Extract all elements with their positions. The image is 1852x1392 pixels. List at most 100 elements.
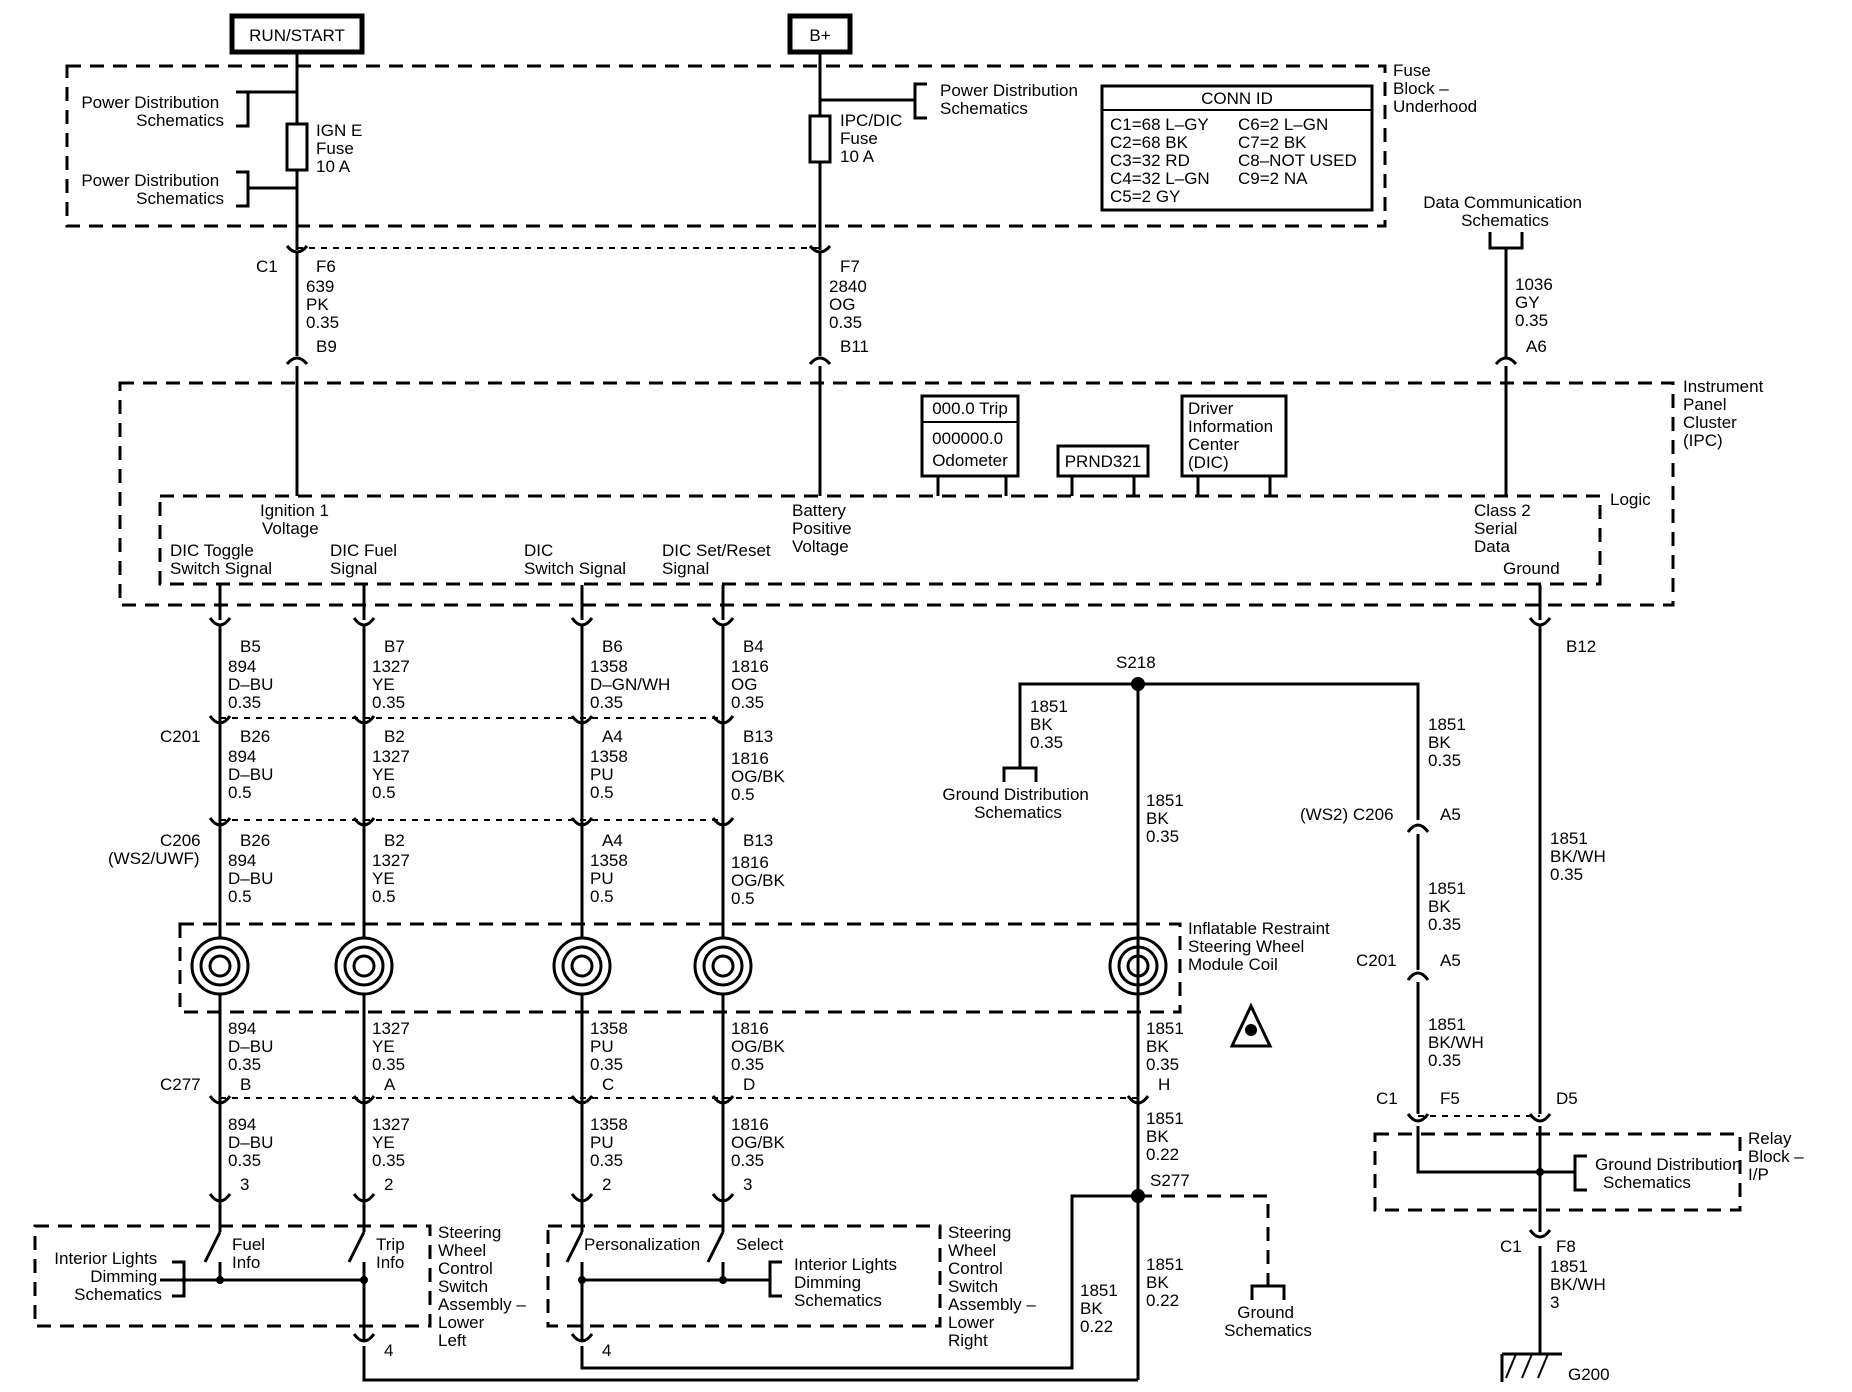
w1851-right-label: 1851 BK 0.35 bbox=[1428, 715, 1471, 770]
g200-ground-icon bbox=[1500, 1352, 1562, 1382]
right-pin4-cup bbox=[570, 1333, 594, 1343]
w1851-ground-dist-label: 1851 BK 0.35 bbox=[1030, 697, 1073, 752]
ground-dist-branch bbox=[1018, 682, 1138, 768]
dic-set-label: DIC Set/Reset Signal bbox=[662, 541, 775, 578]
b9-label: B9 bbox=[316, 337, 337, 356]
wire-2840-label: 2840 OG 0.35 bbox=[829, 277, 872, 332]
batt-voltage-label: Battery Positive Voltage bbox=[792, 501, 856, 556]
c277-pin-b: B bbox=[240, 1075, 251, 1094]
ign-e-fuse bbox=[285, 122, 309, 172]
pin-2-left: 2 bbox=[384, 1175, 393, 1194]
w1851-022-return-label: 1851 BK 0.22 bbox=[1080, 1281, 1123, 1336]
w1358-05-label-2: 1358 PU 0.5 bbox=[590, 851, 633, 906]
b11-label: B11 bbox=[840, 337, 869, 356]
interior-ref-bracket-left bbox=[172, 1260, 186, 1298]
w894-05-label-1: 894 D–BU 0.5 bbox=[228, 747, 278, 802]
select-label: Select bbox=[736, 1235, 784, 1254]
wire-639-label: 639 PK 0.35 bbox=[306, 277, 339, 332]
airbag-warning-icon bbox=[1229, 1002, 1273, 1048]
w1816-b-label: 1816 OG/BK 0.35 bbox=[731, 1019, 790, 1074]
w1358-c-label: 1358 PU 0.35 bbox=[590, 1115, 633, 1170]
w1851-lower-label: 1851 BK 0.22 bbox=[1146, 1255, 1189, 1310]
w1358-b-label: 1358 PU 0.35 bbox=[590, 1019, 633, 1074]
w1851-bkwh-3-label: 1851 BK/WH 3 bbox=[1550, 1257, 1610, 1312]
fuse-block-underhood-boundary bbox=[65, 64, 1387, 228]
c206-label: C206 (WS2/UWF) bbox=[108, 831, 205, 868]
trip-label: 000.0 Trip bbox=[932, 399, 1008, 418]
c206-cups bbox=[208, 817, 735, 827]
c277-pin-d: D bbox=[743, 1075, 755, 1094]
odometer-label: 000000.0 Odometer bbox=[932, 429, 1008, 470]
c277-cups bbox=[208, 1095, 1150, 1105]
c277-pin-a: A bbox=[384, 1075, 396, 1094]
w1851-c206-c201-label: 1851 BK 0.35 bbox=[1428, 879, 1471, 934]
dic-switch-label: DIC Switch Signal bbox=[524, 541, 626, 578]
switch-input-cups bbox=[208, 1193, 735, 1203]
f8-cup bbox=[1528, 1229, 1552, 1239]
fuel-info-label: Fuel Info bbox=[232, 1235, 270, 1272]
right-ground-return bbox=[580, 1194, 1138, 1370]
ground-dist-ref-label: Ground Distribution Schematics bbox=[942, 785, 1093, 822]
coil-label: Inflatable Restraint Steering Wheel Modu… bbox=[1188, 919, 1334, 974]
b9-male bbox=[285, 356, 309, 366]
relay-internal-bus bbox=[1416, 1126, 1542, 1232]
wire-1036-label: 1036 GY 0.35 bbox=[1515, 275, 1558, 330]
b12-label: B12 bbox=[1566, 637, 1596, 656]
a5-label-2: A5 bbox=[1440, 951, 1461, 970]
c277-pin-c: C bbox=[602, 1075, 614, 1094]
w1851-bkwh-ipc-label: 1851 BK/WH 0.35 bbox=[1550, 829, 1610, 884]
prnd-display bbox=[1056, 444, 1150, 478]
w894-05-label-2: 894 D–BU 0.5 bbox=[228, 851, 278, 906]
w894-b-label: 894 D–BU 0.35 bbox=[228, 1019, 278, 1074]
conn-id-left-column: C1=68 L–GY C2=68 BK C3=32 RD C4=32 L–GN … bbox=[1110, 115, 1214, 206]
ipc-boundary bbox=[118, 381, 1675, 607]
a6-label: A6 bbox=[1526, 337, 1547, 356]
dic-toggle-label: DIC Toggle Switch Signal bbox=[170, 541, 272, 578]
trip-info-label: Trip Info bbox=[376, 1235, 409, 1272]
ipc-dic-fuse-label: IPC/DIC Fuse 10 A bbox=[840, 111, 907, 166]
dic-leads bbox=[1196, 476, 1272, 496]
dic-label: Driver Information Center (DIC) bbox=[1188, 399, 1278, 472]
left-pin4-cup bbox=[352, 1333, 376, 1343]
w1851-c-label: 1851 BK 0.22 bbox=[1146, 1109, 1189, 1164]
b11-male bbox=[808, 356, 832, 366]
pd-ref-bracket-1 bbox=[236, 90, 297, 128]
f7-label: F7 bbox=[840, 257, 860, 276]
w1327-05-label-1: 1327 YE 0.5 bbox=[372, 747, 415, 802]
c201-label: C201 bbox=[160, 727, 201, 746]
bplus-label: B+ bbox=[809, 26, 830, 45]
w1816-035-label: 1816 OG 0.35 bbox=[731, 657, 774, 712]
left-switch-contacts bbox=[203, 1231, 366, 1340]
d5-label: D5 bbox=[1556, 1089, 1578, 1108]
class2-label: Class 2 Serial Data bbox=[1474, 501, 1535, 556]
relay-c1-label: C1 bbox=[1376, 1089, 1398, 1108]
fuse-block-name: Fuse Block – Underhood bbox=[1393, 61, 1477, 116]
pin-2-right: 2 bbox=[602, 1175, 611, 1194]
ground-dist-bracket bbox=[1002, 766, 1038, 782]
left-junction-1 bbox=[216, 1276, 224, 1284]
pin-3-left: 3 bbox=[240, 1175, 249, 1194]
interior-ref-label-right: Interior Lights Dimming Schematics bbox=[794, 1255, 902, 1310]
left-junction-2 bbox=[360, 1276, 368, 1284]
conn-id-title: CONN ID bbox=[1201, 89, 1273, 108]
prnd-leads bbox=[1070, 476, 1136, 496]
relay-block-boundary bbox=[1373, 1132, 1742, 1212]
a4-label-1: A4 bbox=[602, 727, 623, 746]
coil-boundary bbox=[178, 922, 1182, 1014]
b7-label: B7 bbox=[384, 637, 405, 656]
pd-ref-bracket-3 bbox=[820, 82, 927, 120]
f8-c1-label: C1 bbox=[1500, 1237, 1522, 1256]
w1851-b-label: 1851 BK 0.35 bbox=[1146, 1019, 1189, 1074]
odometer-leads bbox=[936, 476, 1008, 496]
ipc-ground-label: Ground bbox=[1503, 559, 1560, 578]
b26-label-2: B26 bbox=[240, 831, 270, 850]
coil-spirals bbox=[190, 936, 1168, 996]
w1327-035-label: 1327 YE 0.35 bbox=[372, 657, 415, 712]
ipc-name: Instrument Panel Cluster (IPC) bbox=[1683, 377, 1768, 450]
wire-1851-right bbox=[1138, 682, 1420, 820]
s277-label: S277 bbox=[1150, 1171, 1190, 1190]
f6-label: F6 bbox=[316, 257, 336, 276]
f5-label: F5 bbox=[1440, 1089, 1460, 1108]
personalization-label: Personalization bbox=[584, 1235, 700, 1254]
